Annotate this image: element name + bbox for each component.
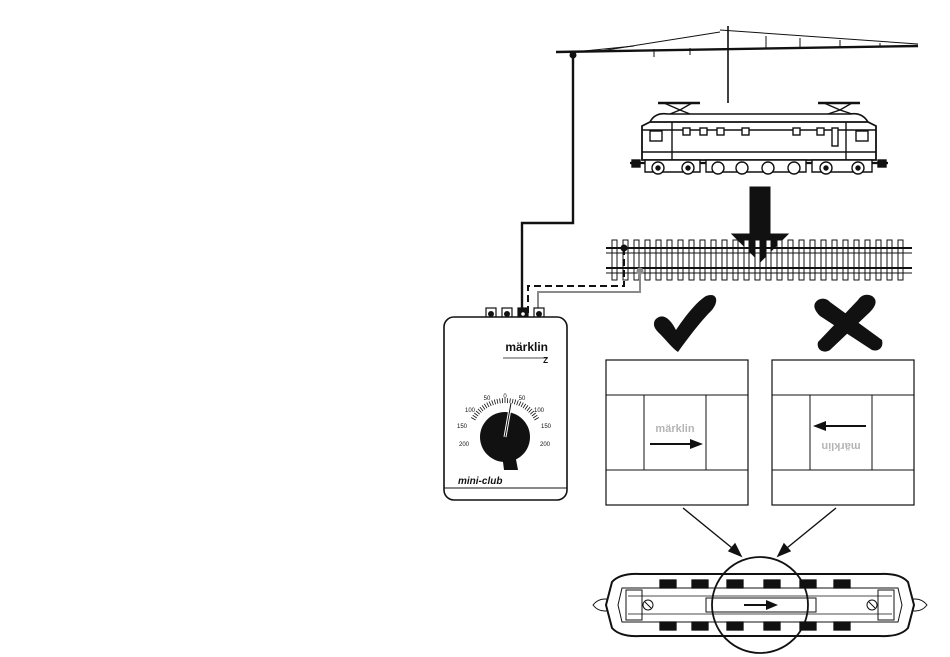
track-sleeper (854, 240, 859, 280)
controller-brand: märklin (505, 340, 548, 354)
track-sleeper (722, 240, 727, 280)
controller-series: mini-club (458, 476, 502, 487)
dial-label-left-200: 200 (459, 442, 470, 448)
wire-track-feed-dashed (528, 248, 624, 315)
track-sleeper (656, 240, 661, 280)
card-wrong-brand: märklin (821, 440, 860, 452)
track-sleeper (612, 240, 617, 280)
wheel-bottom (692, 622, 708, 630)
track-sleeper (678, 240, 683, 280)
orientation-card-wrong: märklin (772, 360, 914, 505)
track-sleeper (645, 240, 650, 280)
dial-label-right-100: 100 (534, 408, 545, 414)
dial-label-left-100: 100 (465, 408, 476, 414)
pointer-lines (683, 508, 836, 556)
track-sleeper (733, 240, 738, 280)
track-sleeper (711, 240, 716, 280)
wheel-top (764, 580, 780, 588)
wheel-bottom (727, 622, 743, 630)
locomotive-side-view (630, 103, 888, 174)
track-sleeper (832, 240, 837, 280)
wheel-top (660, 580, 676, 588)
orientation-card-correct: märklin (606, 360, 748, 505)
pantograph-right (818, 103, 860, 114)
pantograph-left (658, 103, 700, 114)
controller-scale-mark: Z (543, 356, 548, 365)
track-sleeper (799, 240, 804, 280)
track-sleeper (810, 240, 815, 280)
track-sleepers (612, 240, 903, 280)
track-sleeper (887, 240, 892, 280)
wire-catenary-feed (522, 55, 573, 315)
track-sleeper (755, 240, 760, 280)
locomotive-top-view (593, 574, 927, 636)
track-sleeper (821, 240, 826, 280)
transformer-controller: märklin Z 0 50 100 150 200 50 100 150 20… (444, 308, 567, 500)
wheel-bottom (660, 622, 676, 630)
track-sleeper (843, 240, 848, 280)
wheel-bottom (764, 622, 780, 630)
track-sleeper (876, 240, 881, 280)
track-section (606, 240, 912, 280)
dial-label-right-150: 150 (541, 424, 552, 430)
wheel-top (727, 580, 743, 588)
wheel-top (834, 580, 850, 588)
dial-label-left-50: 50 (484, 396, 491, 402)
dial-label-right-50: 50 (519, 396, 526, 402)
track-sleeper (667, 240, 672, 280)
track-sleeper (865, 240, 870, 280)
track-sleeper (744, 240, 749, 280)
wheel-bottom (834, 622, 850, 630)
wheel-top (692, 580, 708, 588)
bogie-right (812, 160, 872, 174)
track-sleeper (788, 240, 793, 280)
track-sleeper (777, 240, 782, 280)
track-sleeper (898, 240, 903, 280)
track-sleeper (700, 240, 705, 280)
track-sleeper (689, 240, 694, 280)
cross-mark-wrong (814, 295, 882, 352)
bogie-middle (706, 160, 806, 174)
check-mark-correct (654, 295, 716, 352)
card-correct-brand: märklin (655, 423, 694, 435)
overhead-catenary (556, 26, 918, 103)
bogie-left (645, 160, 700, 174)
dial-label-right-200: 200 (540, 442, 551, 448)
dial-label-left-150: 150 (457, 424, 468, 430)
track-sleeper (766, 240, 771, 280)
